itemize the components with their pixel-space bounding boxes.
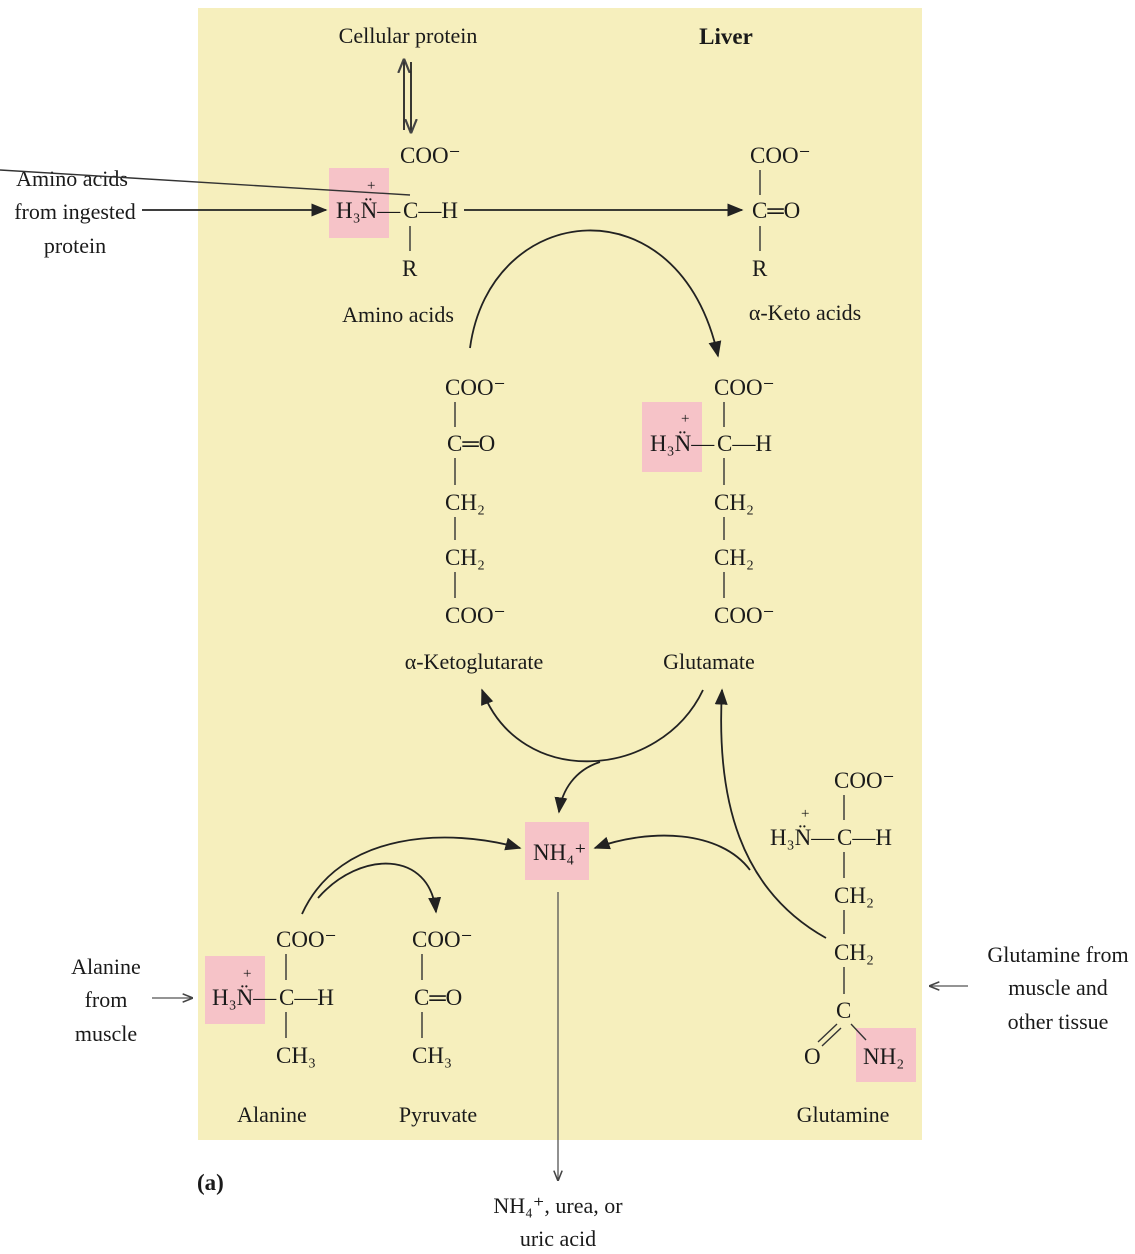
akg-coo-top: COO⁻ bbox=[445, 375, 506, 400]
alanine-source-line2: from bbox=[85, 987, 128, 1012]
glu-ch: C—H bbox=[717, 431, 772, 456]
gln-oxygen: O bbox=[804, 1044, 821, 1069]
ala-h3n: H₃N̈— bbox=[212, 985, 277, 1010]
gln-plus: + bbox=[801, 806, 809, 822]
akg-ch2-2: CH₂ bbox=[445, 545, 485, 570]
akg-ketone: C═O bbox=[447, 431, 495, 456]
ala-ch: C—H bbox=[279, 985, 334, 1010]
output-label-line1: NH₄⁺, urea, or bbox=[493, 1193, 623, 1218]
amino-group-highlight bbox=[329, 168, 389, 238]
ketoglutarate-to-glutamate-arc bbox=[469, 229, 722, 358]
liver-panel bbox=[198, 8, 922, 1140]
alanine-amino-highlight bbox=[205, 956, 265, 1024]
gln-bond-cn bbox=[850, 1023, 867, 1041]
ammonium-ion: NH₄⁺ bbox=[533, 840, 586, 865]
alanine-to-pyruvate-arc bbox=[317, 862, 442, 914]
amino-acids-label: Amino acids bbox=[342, 302, 454, 327]
glu-plus: + bbox=[681, 411, 689, 427]
ala-ch3: CH₃ bbox=[276, 1043, 316, 1068]
ingested-label-line3: protein bbox=[44, 233, 106, 258]
ammonium-highlight bbox=[525, 822, 589, 880]
cellular-protein-label: Cellular protein bbox=[339, 23, 478, 48]
glutamine-source-line3: other tissue bbox=[1008, 1009, 1109, 1034]
amino-acid-plus: + bbox=[367, 178, 375, 194]
gln-ch2-2: CH₂ bbox=[834, 940, 874, 965]
amino-acid-coo: COO⁻ bbox=[400, 143, 461, 168]
gln-ch2-1: CH₂ bbox=[834, 883, 874, 908]
alanine-to-ammonium-arc bbox=[301, 836, 522, 915]
keto-acid-coo: COO⁻ bbox=[750, 143, 811, 168]
output-label-line2: uric acid bbox=[520, 1226, 596, 1251]
keto-acids-label: α-Keto acids bbox=[749, 300, 861, 325]
gln-coo: COO⁻ bbox=[834, 768, 895, 793]
glutamine-label: Glutamine bbox=[797, 1102, 890, 1127]
ingested-label-line2: from ingested bbox=[14, 199, 136, 224]
amino-acid-bond-top bbox=[0, 169, 411, 196]
glutamine-to-glutamate-arc bbox=[714, 688, 827, 939]
akg-coo-bottom: COO⁻ bbox=[445, 603, 506, 628]
panel-label: (a) bbox=[197, 1170, 224, 1195]
akg-ch2-1: CH₂ bbox=[445, 490, 485, 515]
glutamate-label: Glutamate bbox=[663, 649, 755, 674]
gln-carbon: C bbox=[836, 998, 851, 1023]
amide-highlight bbox=[856, 1028, 916, 1082]
glu-ch2-1: CH₂ bbox=[714, 490, 754, 515]
glutamate-amino-highlight bbox=[642, 402, 702, 472]
ala-coo: COO⁻ bbox=[276, 927, 337, 952]
gln-bond-co-b bbox=[821, 1027, 842, 1047]
alanine-label: Alanine bbox=[237, 1102, 307, 1127]
ketoglutarate-label: α-Ketoglutarate bbox=[405, 649, 544, 674]
gln-amide: NH₂ bbox=[863, 1044, 904, 1069]
gln-h3n: H₃N̈— bbox=[770, 825, 835, 850]
amino-acid-ch: C—H bbox=[403, 198, 458, 223]
gln-bond-co-a bbox=[817, 1023, 838, 1043]
amino-acid-h3n: H₃N̈— bbox=[336, 198, 401, 223]
pyr-ketone: C═O bbox=[414, 985, 462, 1010]
keto-acid-ketone: C═O bbox=[752, 198, 800, 223]
glutamine-source-line1: Glutamine from bbox=[987, 942, 1128, 967]
pyr-coo: COO⁻ bbox=[412, 927, 473, 952]
ingested-label-line1: Amino acids bbox=[16, 166, 128, 191]
glutamate-to-ketoglutarate-arc bbox=[481, 688, 704, 763]
alanine-source-line3: muscle bbox=[75, 1021, 137, 1046]
gln-ch: C—H bbox=[837, 825, 892, 850]
glutamine-source-line2: muscle and bbox=[1008, 975, 1108, 1000]
ammonium-release-arrow bbox=[554, 761, 601, 814]
keto-acid-r: R bbox=[752, 256, 768, 281]
pyruvate-label: Pyruvate bbox=[399, 1102, 477, 1127]
glu-coo-top: COO⁻ bbox=[714, 375, 775, 400]
pyr-ch3: CH₃ bbox=[412, 1043, 452, 1068]
glu-coo-bottom: COO⁻ bbox=[714, 603, 775, 628]
glutamine-to-ammonium-arc bbox=[593, 834, 751, 871]
liver-label: Liver bbox=[699, 24, 753, 49]
ala-plus: + bbox=[243, 966, 251, 982]
glu-ch2-2: CH₂ bbox=[714, 545, 754, 570]
amino-acid-r: R bbox=[402, 256, 418, 281]
glu-h3n: H₃N̈— bbox=[650, 431, 715, 456]
alanine-source-line1: Alanine bbox=[71, 954, 141, 979]
